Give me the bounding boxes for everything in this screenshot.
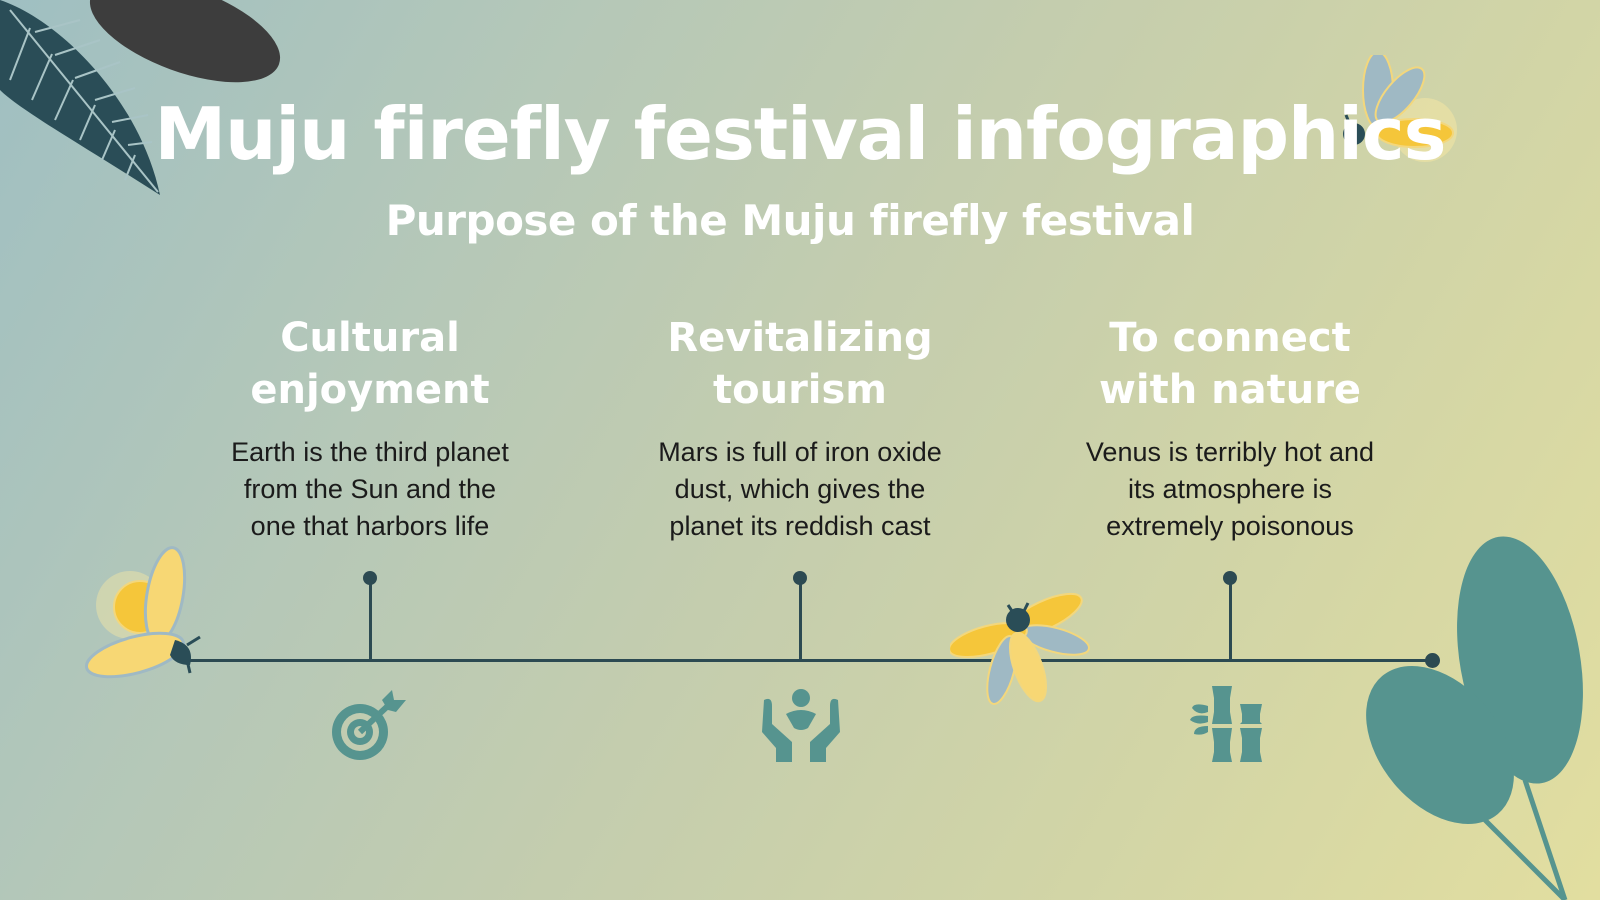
firefly-decoration-top-right [1343, 55, 1457, 162]
column-text: Earth is the third planet from the Sun a… [231, 437, 509, 541]
bamboo-icon [1190, 686, 1262, 762]
timeline-stem-dot-1 [363, 571, 377, 585]
purpose-column-cultural: Cultural enjoyment Earth is the third pl… [180, 312, 560, 545]
timeline-line [185, 659, 1435, 662]
timeline-stem-dot-3 [1223, 571, 1237, 585]
purpose-column-nature: To connect with nature Venus is terribly… [1040, 312, 1420, 545]
timeline-end-dot [1425, 653, 1440, 668]
column-text: Venus is terribly hot and its atmosphere… [1085, 437, 1375, 541]
firefly-decoration-left [84, 546, 201, 679]
timeline-stem-dot-2 [793, 571, 807, 585]
page-subtitle: Purpose of the Muju firefly festival [385, 196, 1195, 245]
column-heading: To connect with nature [1098, 315, 1362, 413]
hands-person-icon [762, 689, 840, 762]
timeline-stem-1 [369, 578, 372, 661]
target-arrow-icon [332, 690, 406, 760]
firefly-decoration-middle [950, 592, 1090, 705]
timeline-stem-2 [799, 578, 802, 661]
leaf-decoration-top-left [0, 0, 281, 195]
column-heading: Revitalizing tourism [667, 315, 933, 413]
column-heading: Cultural enjoyment [250, 315, 490, 413]
leaf-decoration-bottom-right [1366, 536, 1583, 900]
column-text: Mars is full of iron oxide dust, which g… [658, 437, 942, 541]
timeline-stem-3 [1229, 578, 1232, 661]
purpose-column-tourism: Revitalizing tourism Mars is full of iro… [610, 312, 990, 545]
page-title: Muju firefly festival infographics [154, 92, 1446, 176]
